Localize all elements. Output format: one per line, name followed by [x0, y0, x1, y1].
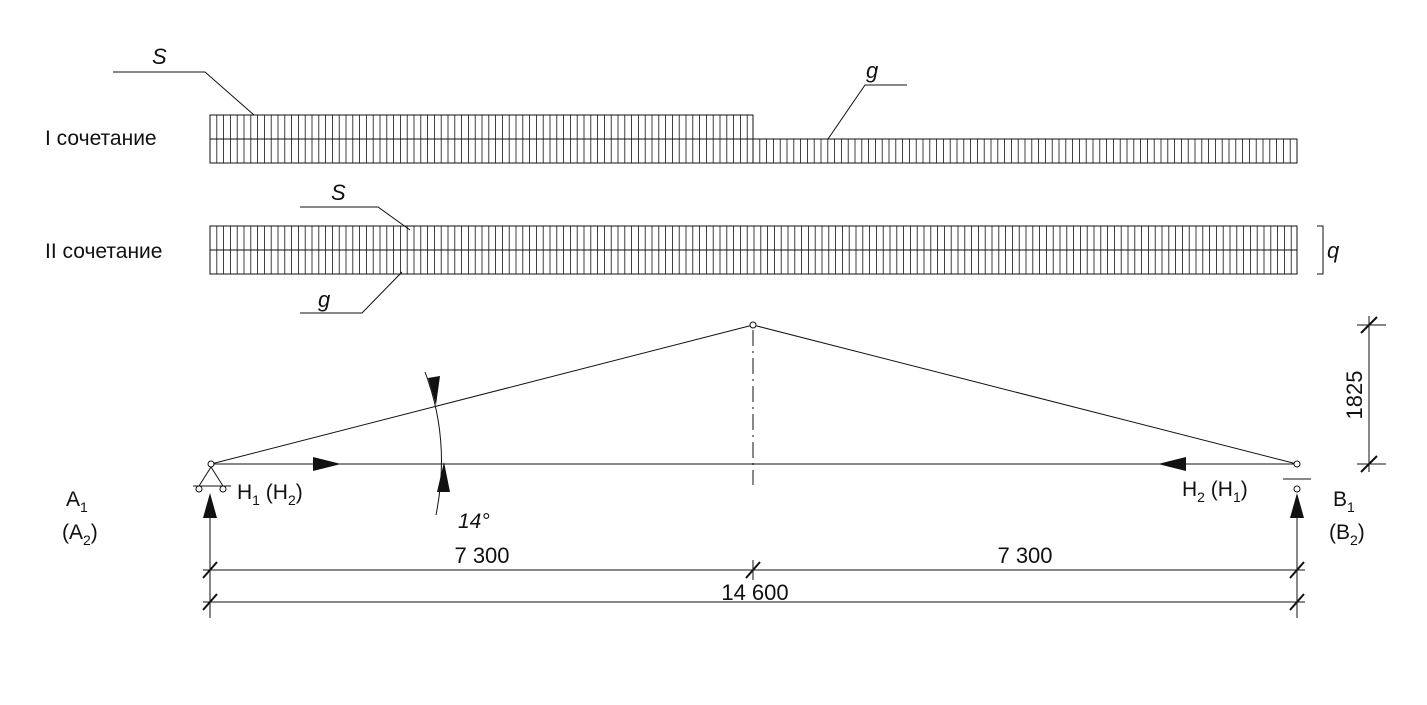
combo2-snow-tag: S — [331, 180, 346, 205]
combo2-hatch — [216, 226, 1292, 274]
combo1-snow-hatch — [216, 115, 748, 163]
combo2-label: II сочетание — [45, 240, 162, 263]
combo2-load-band — [209, 206, 1324, 314]
combo1-label: I сочетание — [45, 127, 157, 150]
angle-arrow-top — [428, 376, 440, 405]
thrust-right-arrow — [1158, 457, 1186, 471]
combo1-snow-tag: S — [152, 44, 167, 69]
span-dim: 14 600 — [721, 580, 788, 605]
combo1-load-band — [113, 71, 1298, 164]
angle-arc — [424, 371, 442, 516]
combo2-total-tag: q — [1327, 238, 1340, 263]
combo1-dead-leader — [827, 84, 907, 140]
height-dim: 1825 — [1342, 371, 1367, 420]
thrust-right-label: H2 (H1) — [1182, 478, 1248, 505]
right-top-chord — [752, 324, 1298, 465]
right-node — [1293, 460, 1301, 468]
support-b-alt-label: (B2) — [1329, 521, 1365, 548]
ridge-hinge — [749, 321, 757, 329]
support-b-label: B1 — [1333, 488, 1355, 515]
reaction-b-arrow — [1290, 493, 1304, 518]
dimension-ticks — [202, 316, 1378, 611]
support-a-label: A1 — [66, 488, 88, 515]
thrust-left-arrow — [313, 457, 341, 471]
left-pinned-support — [193, 466, 231, 493]
left-node — [207, 460, 215, 468]
arrowheads — [203, 376, 1304, 518]
support-a-alt-label: (A2) — [62, 521, 98, 548]
right-roller-support — [1283, 478, 1311, 493]
reaction-a-arrow — [203, 493, 217, 518]
angle-label: 14° — [458, 510, 490, 533]
combo2-dead-tag: g — [318, 287, 331, 312]
combo2-snow-leader — [300, 206, 411, 231]
truss — [207, 321, 1301, 485]
left-top-chord — [210, 324, 754, 465]
half-span-right-dim: 7 300 — [997, 543, 1052, 568]
angle-arrow-bottom — [437, 462, 450, 492]
combo2-total-bracket — [1317, 225, 1324, 275]
half-span-left-dim: 7 300 — [454, 543, 509, 568]
combo2-dead-leader — [300, 271, 403, 314]
combo1-dead-tag: g — [866, 58, 879, 83]
combo1-dead-hatch — [759, 139, 1291, 163]
combo1-snow-leader — [113, 71, 255, 116]
thrust-left-label: H1 (H2) — [237, 481, 303, 508]
dimension-lines — [203, 316, 1386, 618]
